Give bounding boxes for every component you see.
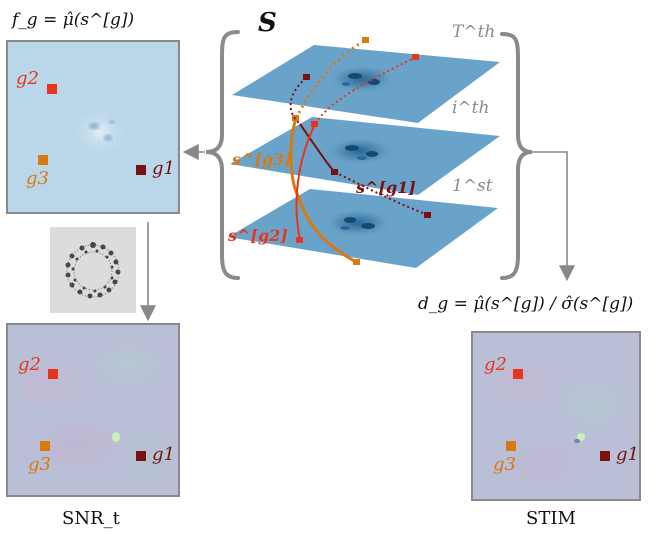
marker-g1-snr (136, 451, 146, 461)
arrow-to-stim (532, 151, 575, 282)
label-g3-stim: g3 (493, 454, 516, 475)
dotted-ring-pattern-icon (65, 242, 121, 299)
label-g1-mean: g1 (152, 158, 175, 179)
label-g1-stim: g1 (616, 444, 639, 465)
layer-label-ith: i^th (452, 98, 490, 118)
caption-stim: STIM (526, 508, 576, 529)
label-g2-mean: g2 (16, 68, 39, 89)
trajectory-g2-solid (295, 123, 316, 241)
trajectory-g3-solid (289, 117, 357, 264)
panel-mean-map (6, 40, 180, 214)
layer-ith (230, 117, 500, 195)
stack-symbol: S (258, 8, 277, 38)
panel-stim (471, 331, 641, 501)
marker-g2-mean (47, 84, 57, 94)
label-g3-snr: g3 (28, 454, 51, 475)
layer-label-1st: 1^st (452, 176, 493, 196)
marker-g1-mean (136, 165, 146, 175)
panel-snr (6, 323, 180, 497)
right-brace (500, 32, 533, 280)
trajectory-g3-dotted (294, 38, 367, 119)
ring-pattern-box (50, 227, 136, 313)
marker-g3-snr (40, 441, 50, 451)
marker-g3-mean (38, 155, 48, 165)
trajectory-g2-dotted (314, 56, 417, 125)
series-label-g2: s^[g2] (228, 226, 288, 245)
layer-label-tth: T^th (452, 22, 496, 42)
label-g2-snr: g2 (18, 354, 41, 375)
marker-g3-stim (506, 441, 516, 451)
formula-dg: d_g = μ̂(s^[g]) / σ̂(s^[g]) (418, 294, 634, 314)
left-brace (205, 30, 240, 280)
marker-g2-stim (513, 369, 523, 379)
formula-fg: f_g = μ̂(s^[g]) (12, 10, 135, 30)
caption-snr: SNR_t (62, 508, 120, 529)
stim-map-texture (493, 365, 619, 481)
label-g1-snr: g1 (152, 444, 175, 465)
trajectory-g1-dotted (289, 77, 307, 125)
marker-g1-stim (600, 451, 610, 461)
label-g2-stim: g2 (484, 354, 507, 375)
mean-map-texture (72, 108, 128, 156)
snr-map-texture (18, 349, 170, 473)
label-g3-mean: g3 (26, 168, 49, 189)
series-label-g3: s^[g3] (232, 150, 292, 169)
series-label-g1: s^[g1] (356, 178, 416, 197)
marker-g2-snr (48, 369, 58, 379)
